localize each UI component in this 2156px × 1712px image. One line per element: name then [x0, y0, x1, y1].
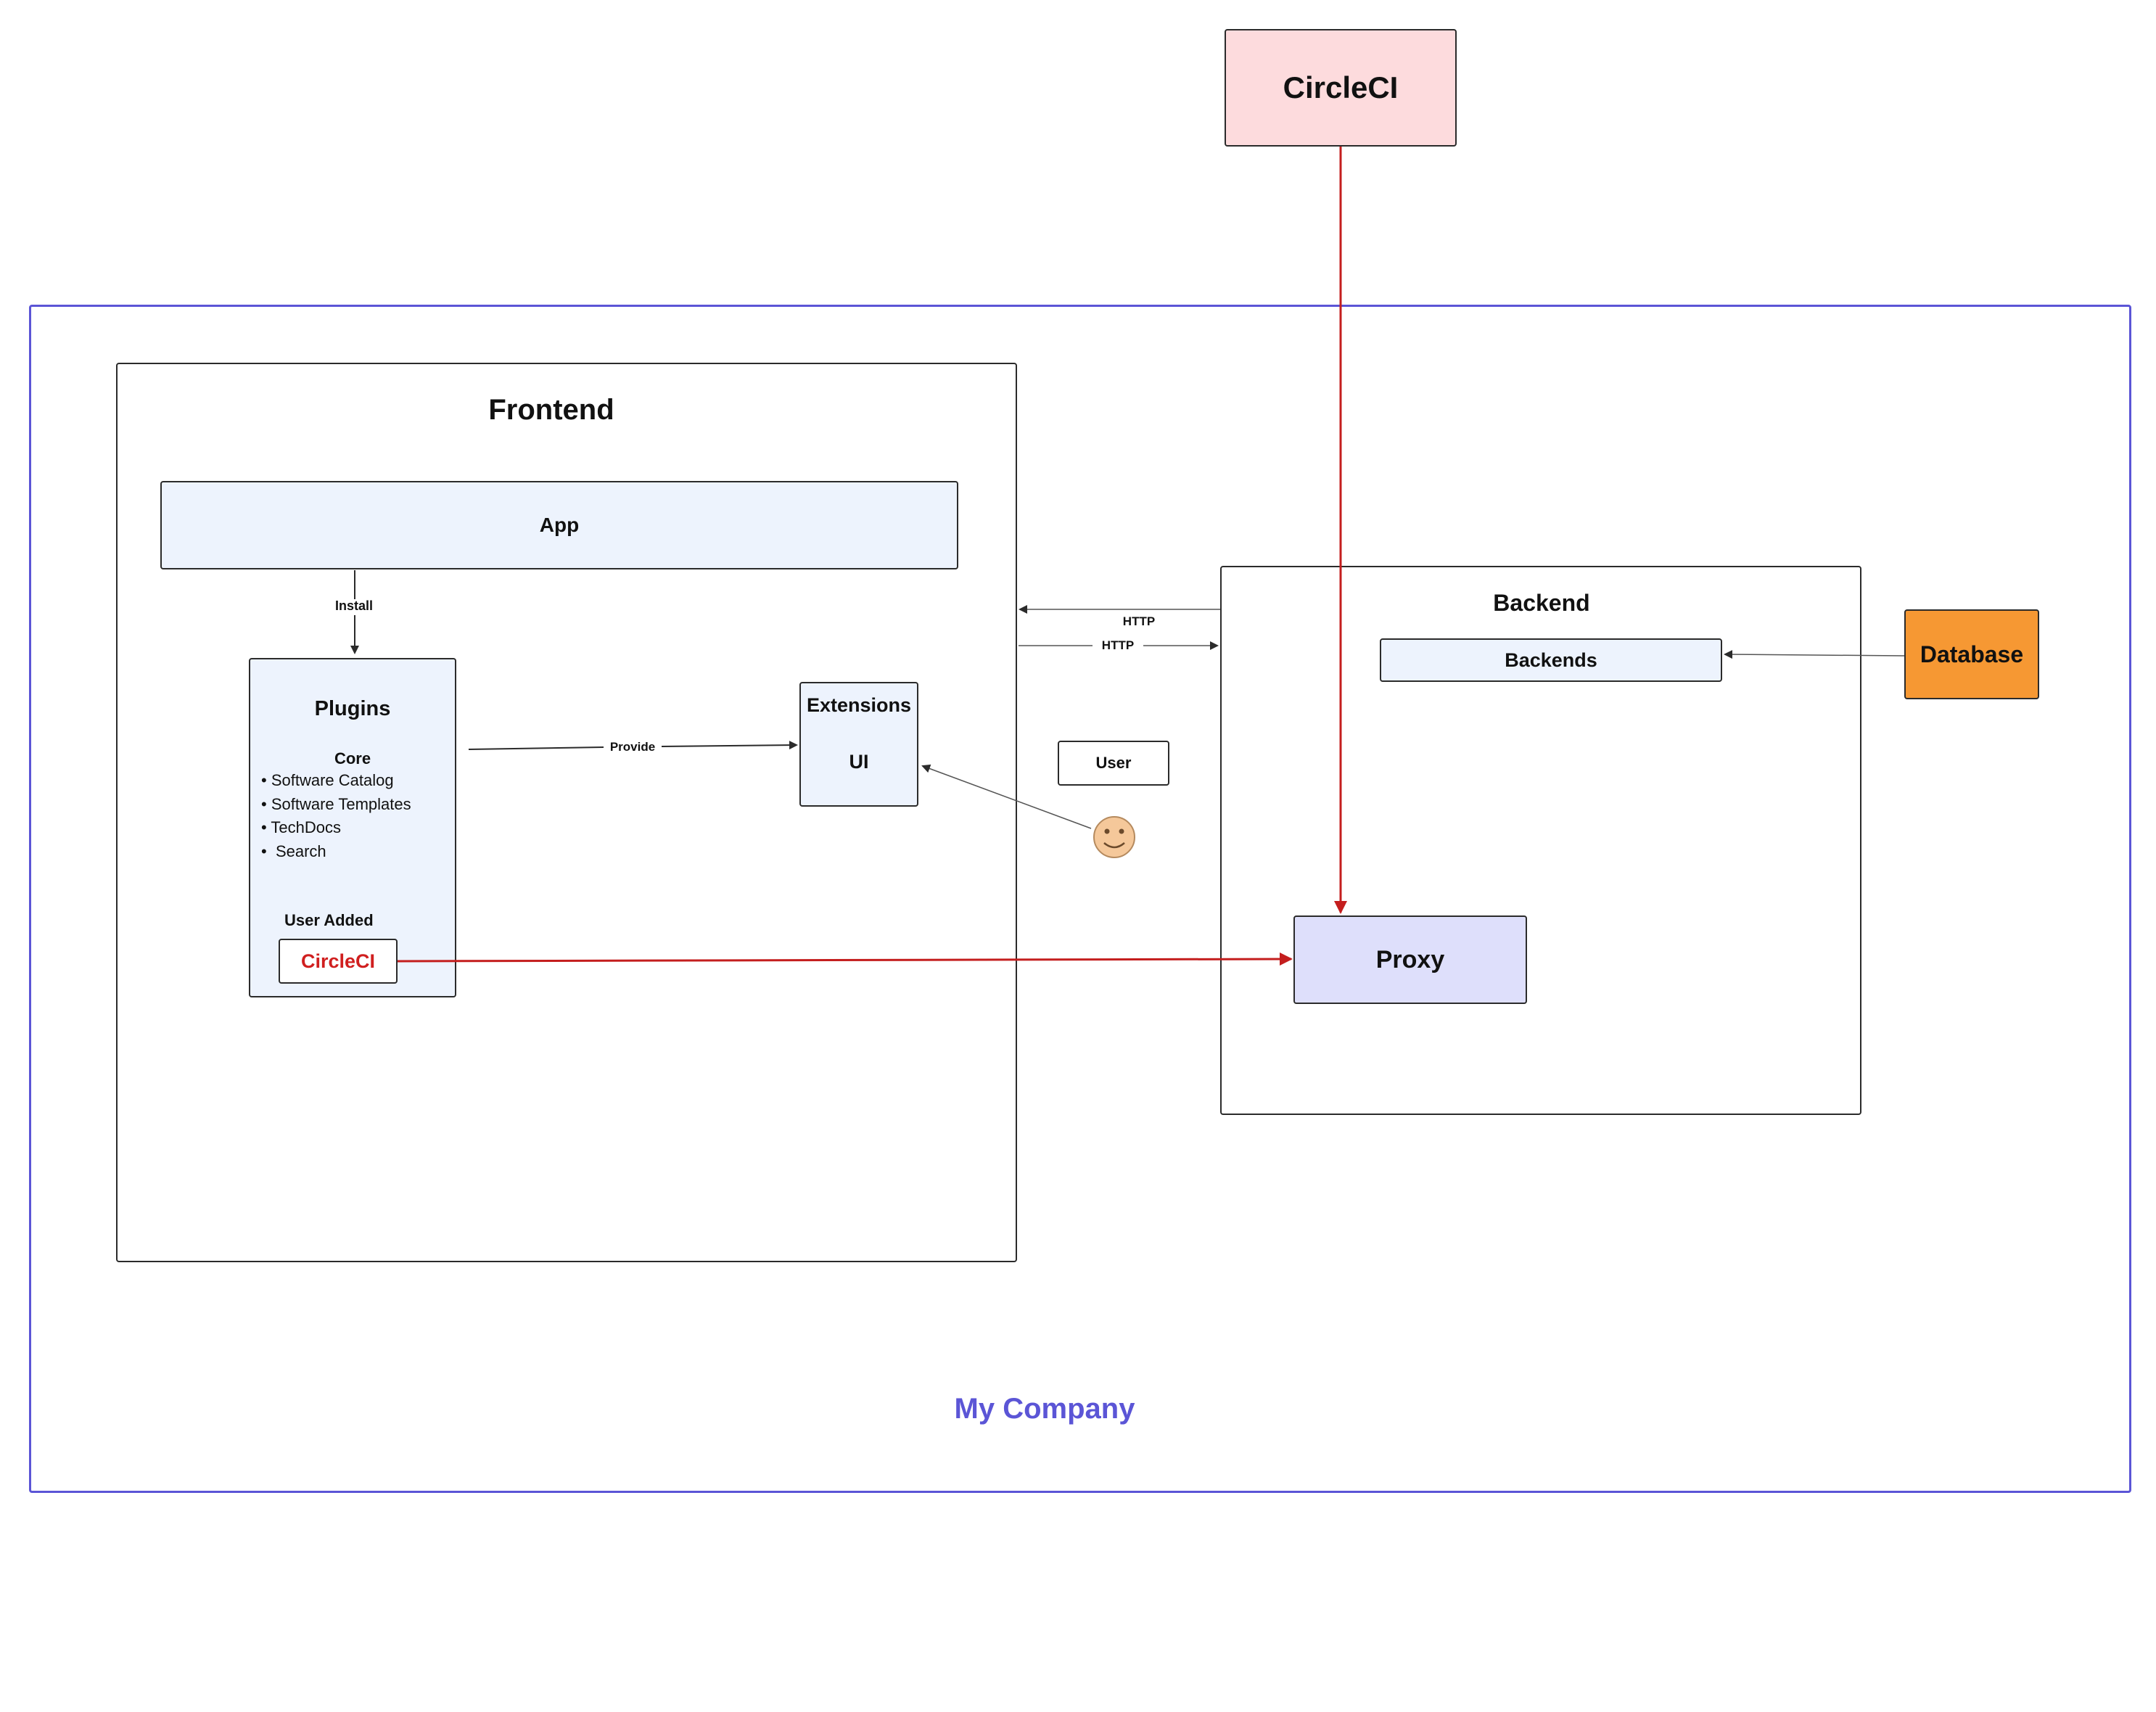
- core-plugin-list: • Software Catalog • Software Templates …: [261, 769, 457, 863]
- http-label-top: HTTP: [1122, 614, 1156, 628]
- list-item: • Search: [261, 841, 326, 860]
- backends-node[interactable]: Backends: [1380, 638, 1722, 682]
- extensions-title: Extensions: [806, 694, 912, 716]
- circleci-external-label: CircleCI: [1283, 70, 1399, 104]
- list-item: • Software Catalog: [261, 771, 394, 789]
- circleci-plugin-to-proxy-edge: [397, 952, 1293, 966]
- backend-container: [1220, 566, 1861, 1115]
- provide-label: Provide: [604, 737, 662, 757]
- core-heading: Core: [334, 749, 371, 767]
- app-node[interactable]: App: [160, 481, 958, 569]
- database-to-backends-edge: [1724, 650, 1905, 659]
- app-label: App: [539, 514, 580, 536]
- backend-title: Backend: [1493, 589, 1590, 616]
- user-label: User: [1095, 754, 1132, 772]
- user-node[interactable]: User: [1058, 741, 1169, 786]
- circleci-plugin-node[interactable]: CircleCI: [279, 939, 398, 984]
- user-to-ui-edge: [921, 764, 1092, 829]
- extensions-node[interactable]: [799, 682, 918, 807]
- proxy-label: Proxy: [1375, 945, 1445, 974]
- ui-label: UI: [849, 750, 869, 773]
- circleci-external-node[interactable]: CircleCI: [1225, 29, 1457, 147]
- plugins-title: Plugins: [314, 696, 391, 720]
- database-label: Database: [1920, 641, 2024, 667]
- list-item: • Software Templates: [261, 794, 411, 813]
- http-label-bottom: HTTP: [1093, 637, 1143, 654]
- frontend-container: [116, 363, 1017, 1262]
- circleci-plugin-label: CircleCI: [300, 950, 376, 972]
- company-boundary: [29, 305, 2131, 1493]
- user-added-heading: User Added: [284, 911, 374, 929]
- user-face-icon: [1093, 816, 1135, 858]
- provide-edge: [468, 745, 797, 749]
- proxy-node[interactable]: Proxy: [1293, 915, 1527, 1004]
- frontend-title: Frontend: [488, 393, 614, 426]
- backends-label: Backends: [1505, 649, 1597, 671]
- database-node[interactable]: Database: [1904, 609, 2039, 699]
- list-item: • TechDocs: [261, 818, 342, 836]
- company-label: My Company: [954, 1392, 1135, 1425]
